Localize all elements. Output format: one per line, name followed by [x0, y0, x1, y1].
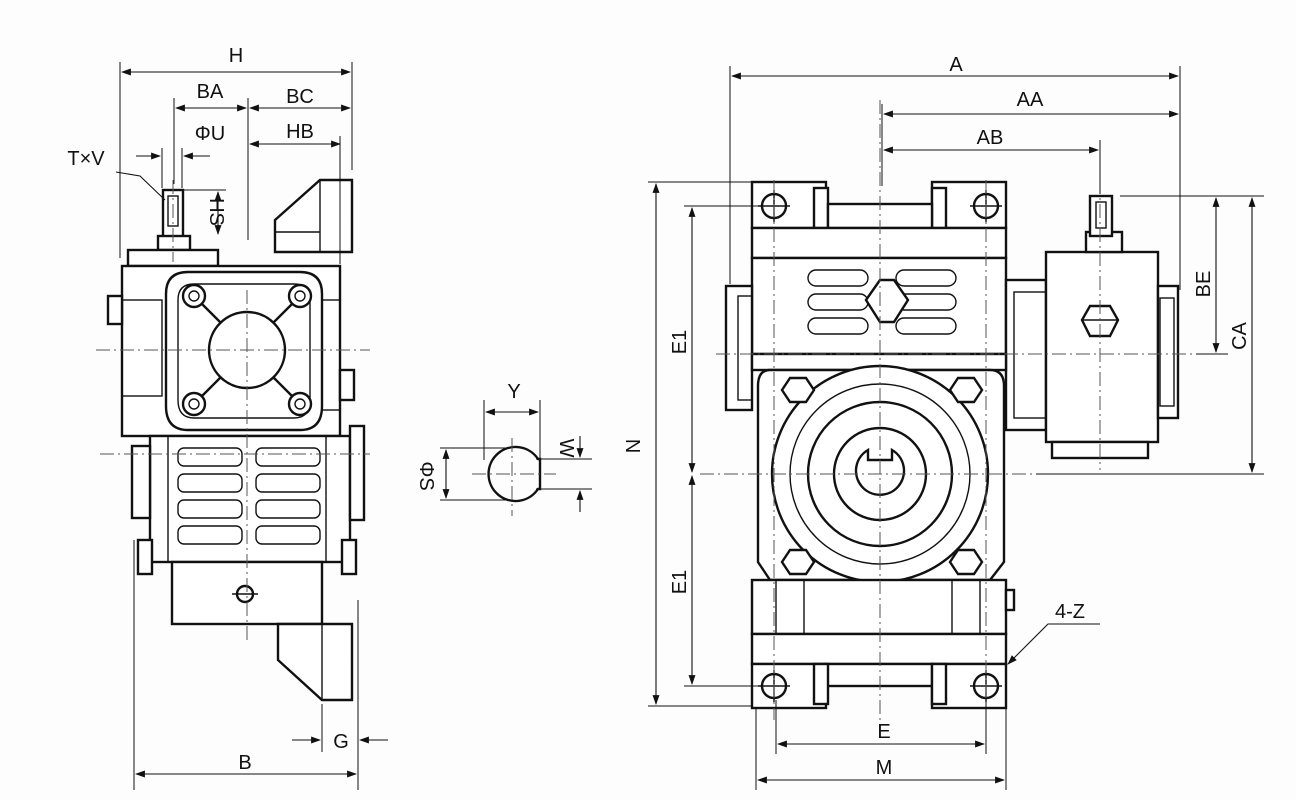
flange-bolt	[181, 391, 207, 417]
shaft-circle	[487, 445, 542, 503]
label-4z: 4-Z	[1055, 601, 1085, 623]
cover-bolt	[780, 376, 816, 404]
label-bc: BC	[286, 86, 314, 108]
front-view	[700, 100, 1196, 730]
cover-bolt	[948, 548, 984, 576]
label-h: H	[229, 45, 243, 67]
flange-bolt	[287, 391, 313, 417]
label-n: N	[623, 439, 645, 453]
leader-4z	[1007, 623, 1100, 665]
cover-bolt	[948, 376, 984, 404]
label-ab: AB	[977, 127, 1004, 149]
flange-bolt	[181, 283, 207, 309]
label-be: BE	[1193, 271, 1215, 298]
label-y: Y	[507, 381, 520, 403]
shaft-keyway	[167, 195, 179, 227]
lower-foot-bracket	[276, 622, 354, 702]
flange-bolt	[287, 283, 313, 309]
label-ba: BA	[197, 81, 224, 103]
label-b: B	[238, 752, 251, 774]
label-aa: AA	[1017, 89, 1044, 111]
upper-foot-bracket	[273, 178, 354, 254]
left-view-dimensions: H BA BC ΦU HB T×V HS B G	[67, 45, 388, 790]
label-tv: T×V	[67, 148, 105, 170]
label-e1-bottom: E1	[669, 570, 691, 594]
label-w: W	[555, 439, 577, 458]
label-s: ΦS	[415, 461, 437, 490]
shaft-collar	[156, 234, 192, 252]
upper-rim	[750, 226, 1008, 260]
side-plug	[1004, 588, 1016, 612]
left-bearing-cap	[724, 284, 754, 412]
label-hb: HB	[286, 121, 314, 143]
label-u: ΦU	[195, 123, 225, 145]
right-bolt-head	[338, 368, 356, 402]
label-e1-top: E1	[669, 330, 691, 354]
left-side-view	[96, 178, 370, 702]
leader-tv	[115, 171, 166, 201]
left-bolt-head	[106, 294, 124, 326]
label-e: E	[877, 721, 890, 743]
label-g: G	[333, 731, 349, 753]
cooling-fins	[177, 447, 321, 545]
input-box	[1044, 250, 1160, 444]
label-hs: HS	[205, 198, 227, 226]
label-ca: CA	[1229, 321, 1251, 349]
lower-rim	[750, 632, 1008, 666]
coupling-housing	[1004, 278, 1048, 432]
front-view-dimensions: A AA AB N E1 E1 BE CA 4-Z E M	[623, 54, 1264, 790]
input-box-cap	[1156, 284, 1180, 420]
label-a: A	[949, 54, 963, 76]
shaft-section-view: Y W ΦS	[415, 381, 592, 516]
cover-bolt	[780, 548, 816, 576]
label-m: M	[876, 757, 893, 779]
